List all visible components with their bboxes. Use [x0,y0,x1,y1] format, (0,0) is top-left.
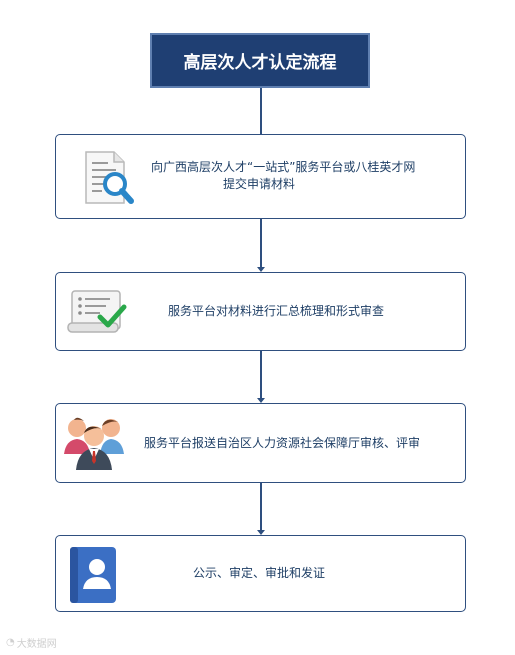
watermark: ◔ 大数据网 [6,635,57,650]
connector-line-1 [260,88,262,135]
step-3-line1: 服务平台报送自治区人力资源社会保障厅审核、评审 [144,436,421,450]
checklist-icon [66,287,128,341]
flow-title: 高层次人才认定流程 [150,33,370,88]
step-3-text: 服务平台报送自治区人力资源社会保障厅审核、评审 [144,435,420,452]
step-4-box: 公示、审定、审批和发证 [55,535,466,612]
step-2-text: 服务平台对材料进行汇总梳理和形式审查 [168,303,384,320]
step-1-line2: 提交申请材料 [223,177,296,191]
step-2-line1: 服务平台对材料进行汇总梳理和形式审查 [168,304,385,318]
step-4-text: 公示、审定、审批和发证 [193,565,325,582]
connector-line-4 [260,483,262,530]
document-search-icon [82,149,136,211]
people-group-icon [62,414,128,476]
step-1-text: 向广西高层次人才“一站式”服务平台或八桂英才网 提交申请材料 [151,159,415,193]
step-3-box: 服务平台报送自治区人力资源社会保障厅审核、评审 [55,403,466,483]
contact-book-icon [68,545,120,609]
step-1-line1: 向广西高层次人才“一站式”服务平台或八桂英才网 [151,160,416,174]
watermark-text: 大数据网 [16,639,57,650]
step-1-box: 向广西高层次人才“一站式”服务平台或八桂英才网 提交申请材料 [55,134,466,219]
connector-arrow-3 [257,398,265,403]
step-4-line1: 公示、审定、审批和发证 [193,566,326,580]
connector-line-3 [260,351,262,398]
connector-line-2 [260,219,262,267]
step-2-box: 服务平台对材料进行汇总梳理和形式审查 [55,272,466,351]
connector-arrow-2 [257,267,265,272]
connector-arrow-4 [257,530,265,535]
watermark-logo-icon: ◔ [6,637,15,648]
